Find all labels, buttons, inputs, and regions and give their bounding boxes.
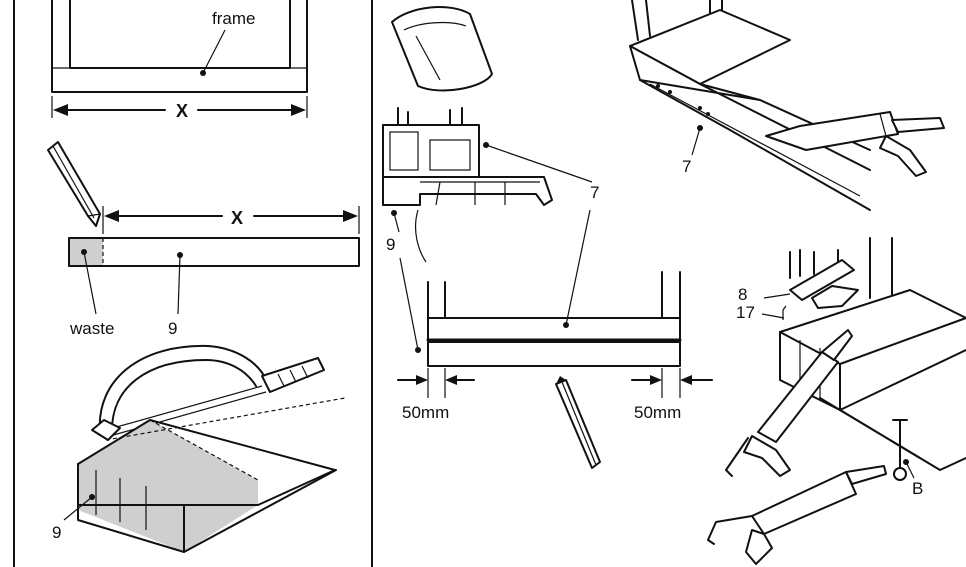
sill-frame-elevation — [397, 209, 713, 469]
label-50mm-right: 50mm — [634, 403, 681, 422]
label-b: B — [912, 479, 923, 498]
label-x-mid: X — [231, 208, 243, 228]
sill-profile-section — [382, 107, 593, 263]
label-8: 8 — [738, 285, 747, 304]
label-17: 17 — [736, 303, 755, 322]
pencil-marking — [47, 141, 101, 227]
label-frame: frame — [212, 9, 255, 28]
label-9-saw: 9 — [52, 523, 61, 542]
sill-fixing-assembly — [707, 237, 966, 565]
label-9-sill: 9 — [168, 319, 177, 338]
label-x-top: X — [176, 101, 188, 121]
sealant-pack — [391, 6, 493, 92]
label-waste: waste — [69, 319, 114, 338]
label-9-section: 9 — [386, 235, 395, 254]
sill-bar-measure — [68, 206, 360, 315]
label-50mm-left: 50mm — [402, 403, 449, 422]
label-7-gun: 7 — [682, 157, 691, 176]
frame-measure-drawing — [51, 0, 308, 118]
hacksaw-cutting — [63, 344, 346, 553]
label-7-section: 7 — [590, 183, 599, 202]
sealant-gun-frame — [629, 0, 945, 211]
